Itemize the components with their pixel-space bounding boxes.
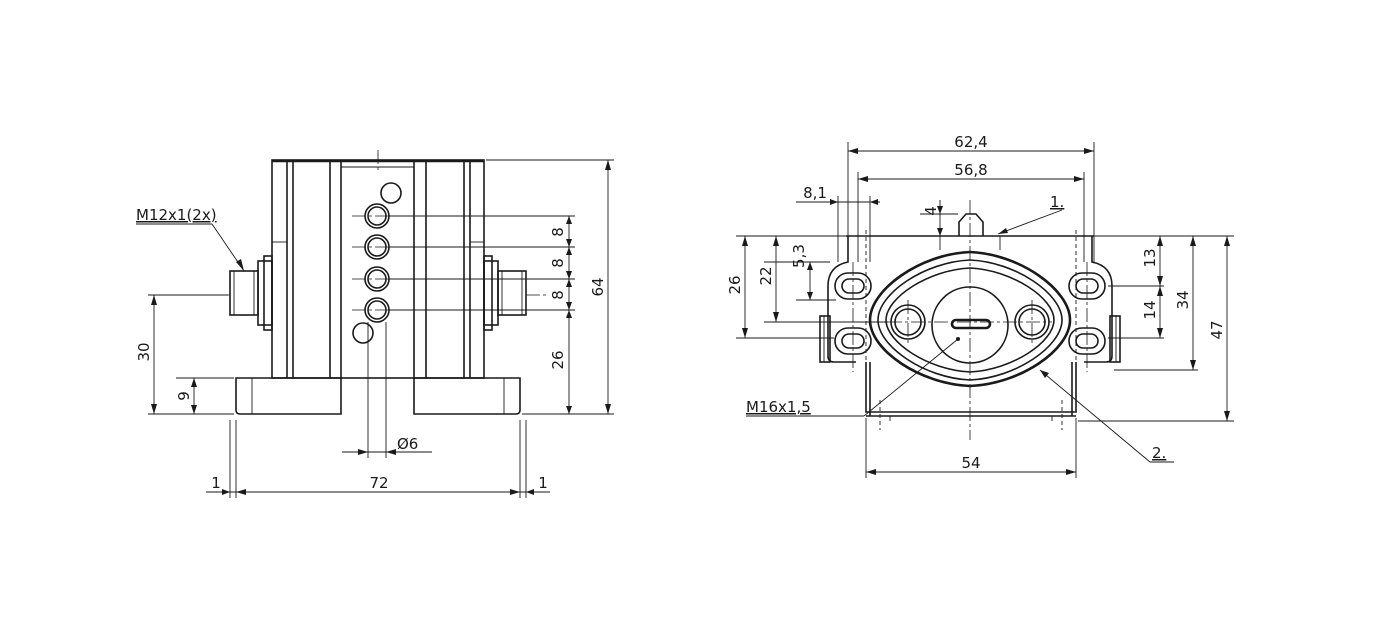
side-dim-slot-height: 5,3: [790, 244, 808, 268]
front-dim-pitch-2: 8: [549, 258, 567, 268]
front-dim-width: 72: [369, 474, 388, 492]
front-thread-leader: [136, 223, 245, 272]
front-thread-label: M12x1(2x): [136, 206, 217, 224]
front-dim-flange-height: 9: [175, 391, 193, 401]
front-dim-port-height: 30: [135, 342, 153, 361]
side-dim-nib-height: 4: [922, 206, 940, 216]
side-callout-2: 2.: [1152, 444, 1166, 462]
side-dim-height-13: 13: [1141, 248, 1159, 267]
side-hidden-lines: [865, 230, 1077, 430]
front-dim-base-to-hole: 26: [549, 350, 567, 369]
front-connector-right: [483, 255, 527, 331]
front-dim-pitch-1: 8: [549, 227, 567, 237]
front-extension-lines: [148, 159, 614, 498]
front-dim-height-total: 64: [589, 277, 607, 296]
front-view: M12x1(2x) 64 8 8 8 26 30 9 Ø6 72 1 1: [135, 150, 614, 498]
side-dim-slot-width: 8,1: [803, 184, 827, 202]
side-dim-base-width: 54: [961, 454, 980, 472]
front-connector-left: [229, 255, 273, 331]
side-leaders: [746, 209, 1174, 463]
side-dim-height-26: 26: [726, 275, 744, 294]
front-body: [271, 159, 485, 379]
front-base-flange: [235, 377, 521, 415]
side-dim-height-47: 47: [1208, 320, 1226, 339]
side-dim-inner-width: 56,8: [954, 161, 987, 179]
front-dim-hole-diameter: Ø6: [397, 435, 418, 453]
side-dim-height-22: 22: [757, 266, 775, 285]
side-top-nib: [939, 213, 1001, 250]
side-dim-outer-width: 62,4: [954, 133, 987, 151]
side-callout-1: 1.: [1050, 193, 1064, 211]
front-center-lines: [210, 150, 546, 311]
side-dimension-lines: [742, 148, 1230, 475]
side-view: 62,4 56,8 8,1 4 5,3 22 26 13 14 34 47 54…: [726, 133, 1234, 478]
side-body: [827, 235, 1113, 421]
side-connector-left: [819, 315, 831, 363]
side-thread-label: M16x1,5: [746, 398, 811, 416]
side-seal: [868, 250, 1072, 388]
front-dimension-lines: [151, 160, 611, 495]
side-dim-height-14: 14: [1141, 300, 1159, 319]
side-connector-right: [1109, 315, 1121, 363]
front-dim-offset-left: 1: [211, 474, 221, 492]
front-dim-offset-right: 1: [538, 474, 548, 492]
side-dim-height-34: 34: [1174, 290, 1192, 309]
front-ports: [352, 182, 402, 344]
side-center-lines: [852, 200, 1088, 440]
front-dim-pitch-3: 8: [549, 290, 567, 300]
